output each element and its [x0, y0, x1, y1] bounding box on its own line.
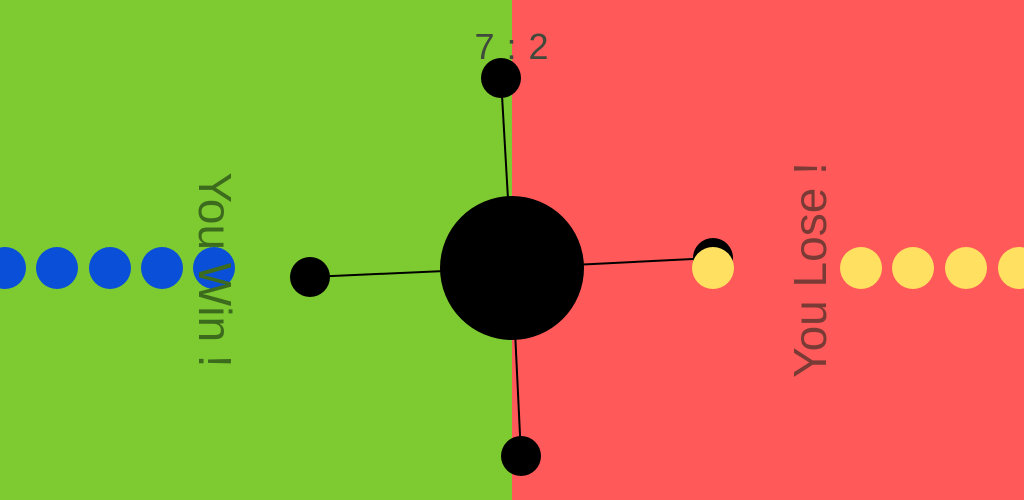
blue-dot-1: [0, 247, 26, 289]
left-player-area[interactable]: [0, 0, 512, 500]
win-message: You Win !: [189, 172, 241, 368]
center-wheel: [440, 196, 584, 340]
yellow-dot-5: [998, 247, 1024, 289]
yellow-dot-1: [692, 247, 734, 289]
yellow-dot-2: [840, 247, 882, 289]
pin-bottom-ball: [501, 436, 541, 476]
yellow-dot-4: [945, 247, 987, 289]
dot-queues: [0, 247, 1024, 289]
blue-dot-5: [193, 247, 235, 289]
blue-dot-4: [141, 247, 183, 289]
blue-dot-3: [89, 247, 131, 289]
right-player-area[interactable]: [512, 0, 1024, 500]
pin-top-ball: [481, 58, 521, 98]
lose-message: You Lose !: [784, 162, 836, 378]
blue-dot-2: [36, 247, 78, 289]
score-display: 7 : 2: [474, 26, 550, 67]
yellow-dot-3: [892, 247, 934, 289]
pin-left-ball: [290, 257, 330, 297]
